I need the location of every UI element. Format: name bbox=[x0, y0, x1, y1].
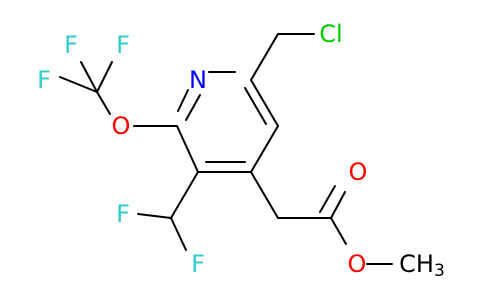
bond-n-c2b bbox=[185, 94, 201, 121]
bond-cf3-f3 bbox=[59, 76, 98, 93]
atom-n: N bbox=[189, 66, 207, 94]
atom-f5: F bbox=[191, 250, 205, 278]
atom-o-ester: O bbox=[348, 250, 367, 278]
atom-f1: F bbox=[64, 31, 78, 59]
bond-cf3-f2 bbox=[96, 61, 113, 93]
bond-chf2-f5 bbox=[170, 217, 187, 251]
bond-c4-ch2 bbox=[250, 171, 279, 219]
bond-c2-c3 bbox=[176, 125, 199, 173]
atom-o-ether: O bbox=[112, 112, 131, 140]
bond-c5-c6a bbox=[250, 79, 279, 127]
bond-c-o-double-b bbox=[319, 185, 336, 213]
bond-c4-c5 bbox=[250, 125, 279, 173]
bond-c3-chf2 bbox=[170, 171, 199, 219]
bond-cf3-f1 bbox=[80, 61, 98, 93]
bond-c5-c6b bbox=[244, 87, 267, 125]
bond-chf2-f4 bbox=[137, 213, 172, 219]
bond-n-c2a bbox=[177, 89, 189, 112]
atom-labels: N Cl O F F F F F O O CH3 bbox=[37, 20, 445, 281]
bond-c-o-single bbox=[330, 217, 347, 245]
bond-c-o-double-a bbox=[330, 191, 346, 219]
bond-c6-ch2 bbox=[250, 33, 279, 81]
bond-o-cf3 bbox=[96, 91, 111, 115]
atom-ch3-subscript: 3 bbox=[434, 261, 445, 281]
atom-o-carbonyl: O bbox=[349, 158, 368, 186]
bonds bbox=[59, 33, 393, 265]
atom-f2: F bbox=[116, 31, 130, 59]
atom-ch3: CH3 bbox=[399, 250, 445, 281]
atom-cl: Cl bbox=[319, 20, 342, 48]
atom-ch3-main: CH bbox=[399, 250, 434, 278]
atom-f3: F bbox=[37, 66, 51, 94]
atom-f4: F bbox=[116, 200, 130, 228]
